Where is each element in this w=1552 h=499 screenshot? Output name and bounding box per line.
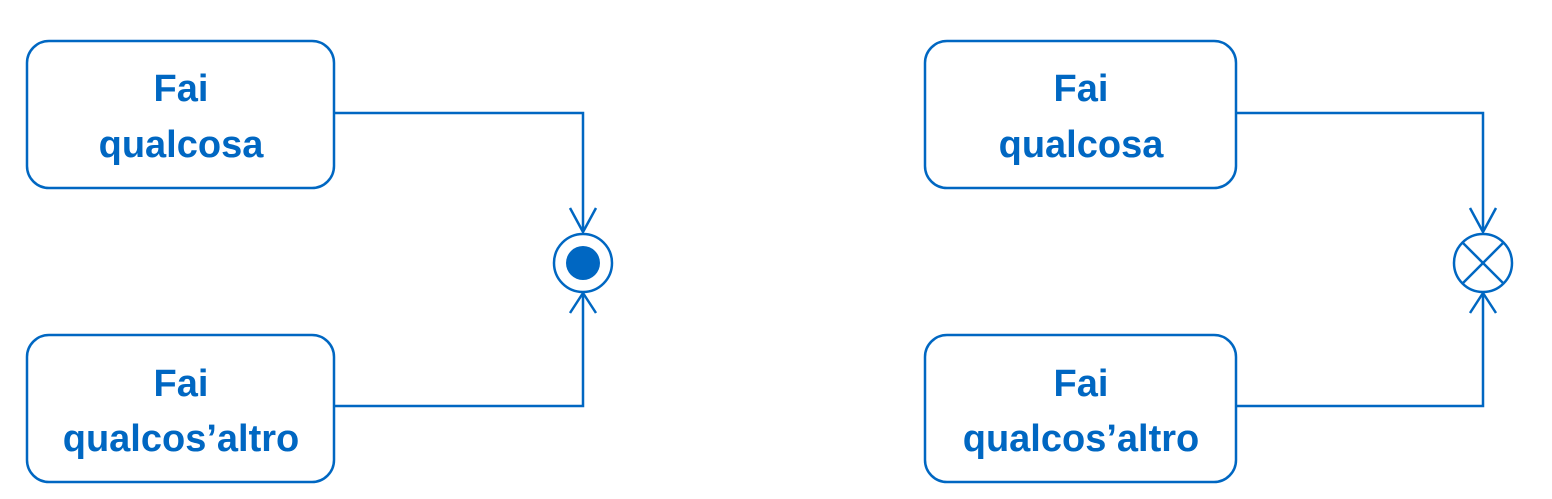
left-bottom-action-label-line1: Fai xyxy=(154,363,209,405)
left-top-action: Fai qualcosa xyxy=(25,39,336,190)
right-top-action: Fai qualcosa xyxy=(923,39,1238,190)
left-bottom-flow-line xyxy=(334,293,585,408)
right-bottom-action-box xyxy=(923,333,1238,484)
left-bottom-action-box xyxy=(25,333,336,484)
activity-final-node-icon xyxy=(552,232,614,294)
right-top-action-box xyxy=(923,39,1238,190)
left-top-flow-arrowhead xyxy=(568,207,598,235)
flow-final-node-icon xyxy=(1452,232,1514,294)
left-top-action-label-line2: qualcosa xyxy=(99,124,265,166)
right-top-flow-line xyxy=(1236,111,1485,232)
right-diagram: Fai qualcosa Fai qualcos’altro xyxy=(923,39,1514,484)
left-bottom-action-label-line2: qualcos’altro xyxy=(63,418,300,460)
right-top-action-label-line1: Fai xyxy=(1054,68,1109,110)
left-top-action-box xyxy=(25,39,336,190)
right-top-action-label-line2: qualcosa xyxy=(999,124,1165,166)
left-top-action-label-line1: Fai xyxy=(154,68,209,110)
left-diagram: Fai qualcosa Fai qualcos’altro xyxy=(25,39,614,484)
right-bottom-action: Fai qualcos’altro xyxy=(923,333,1238,484)
right-bottom-action-label-line2: qualcos’altro xyxy=(963,418,1200,460)
right-top-flow-arrowhead xyxy=(1468,207,1498,235)
right-bottom-action-label-line1: Fai xyxy=(1054,363,1109,405)
left-top-flow-line xyxy=(334,111,585,232)
right-bottom-flow-line xyxy=(1236,293,1485,408)
left-bottom-action: Fai qualcos’altro xyxy=(25,333,336,484)
